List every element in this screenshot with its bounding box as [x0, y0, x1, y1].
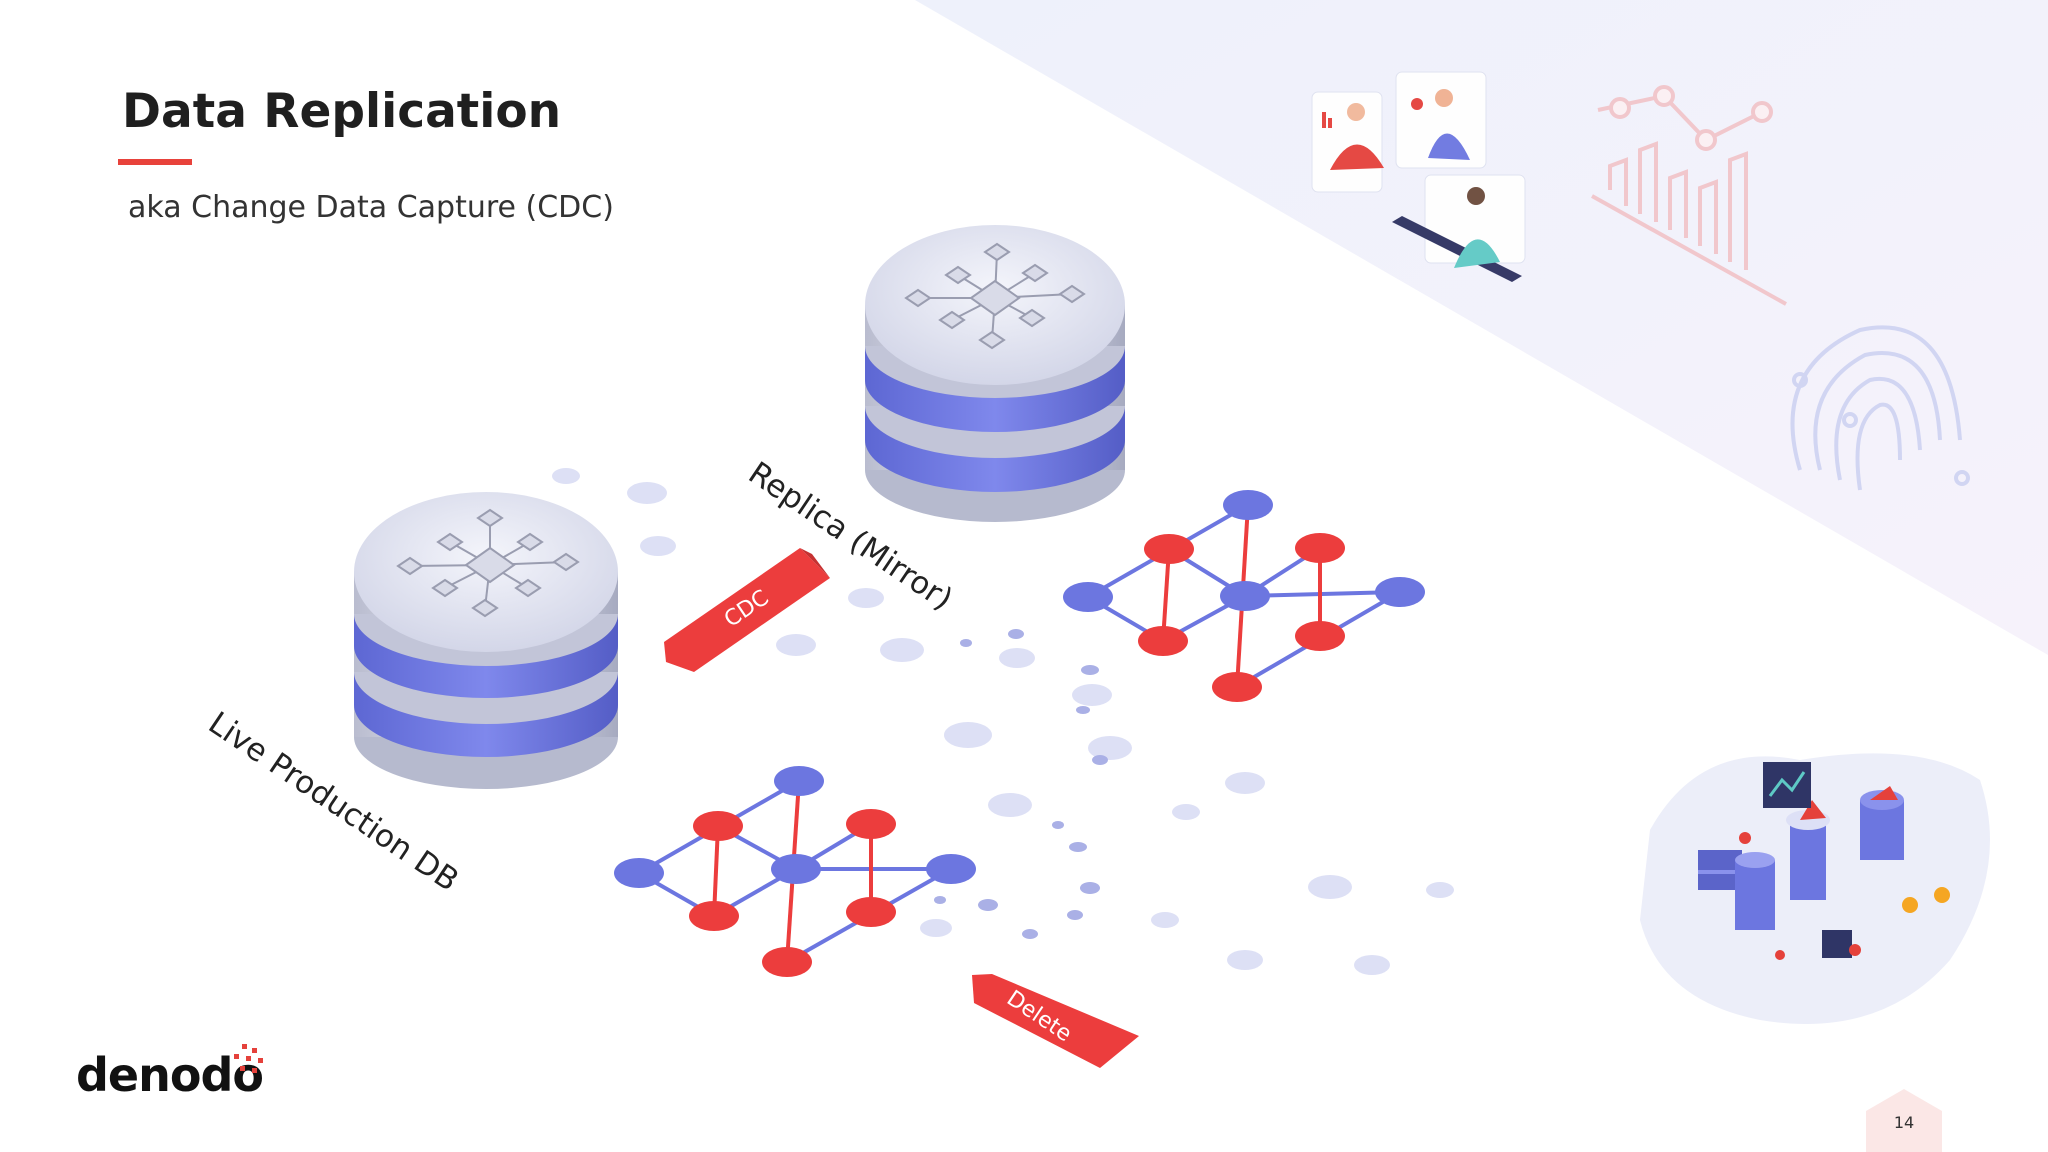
live-graph-icon: [614, 766, 976, 977]
slide-subtitle: aka Change Data Capture (CDC): [128, 190, 614, 225]
slide-title: Data Replication: [122, 84, 562, 139]
scatter-dots: [552, 468, 1454, 975]
live-db-database-icon: [354, 492, 618, 789]
replica-db-database-icon: [865, 225, 1125, 522]
denodo-logo-dots-icon: [234, 1044, 263, 1073]
page-number: 14: [1893, 1113, 1915, 1132]
title-underline: [118, 159, 192, 165]
graph-icon: [396, 508, 580, 618]
cdc-tag: [664, 548, 830, 672]
replica-graph-icon: [1063, 490, 1425, 702]
delete-tag: [972, 974, 1139, 1068]
scatter-dots-dark: [934, 629, 1108, 939]
graph-icon: [904, 242, 1086, 350]
denodo-logo: denodo: [76, 1048, 264, 1102]
page-number-badge: [1866, 1089, 1942, 1152]
